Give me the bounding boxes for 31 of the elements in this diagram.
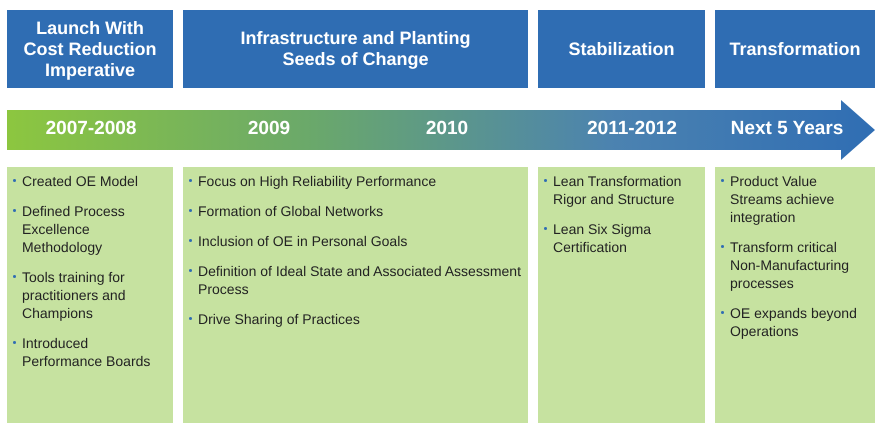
year-label: 2011-2012	[587, 118, 677, 140]
bullet-text: Introduced Performance Boards	[22, 334, 152, 370]
phase-header	[538, 10, 705, 88]
bullet-text: Inclusion of OE in Personal Goals	[198, 232, 408, 250]
bullet-text: Lean Transformation Rigor and Structure	[553, 172, 682, 208]
bullet-text: Definition of Ideal State and Associated Assessment Process	[198, 262, 522, 298]
phase-title: Stabilization	[568, 38, 674, 60]
phase-title: Transformation	[729, 38, 861, 60]
phase-header	[183, 10, 528, 88]
bullet-text: Focus on High Reliability Performance	[198, 172, 436, 190]
year-label: 2010	[426, 118, 468, 140]
content-panel	[7, 167, 173, 423]
bullet-text: OE expands beyond Operations	[730, 304, 858, 340]
phase-header	[715, 10, 875, 88]
content-panel	[715, 167, 875, 423]
bullet-text: Formation of Global Networks	[198, 202, 384, 220]
bullet-text: Created OE Model	[22, 172, 138, 190]
bullet-text: Drive Sharing of Practices	[198, 310, 360, 328]
year-label: 2009	[248, 118, 290, 140]
bullet-text: Tools training for practitioners and Champions	[22, 268, 127, 322]
bullet-text: Lean Six Sigma Certification	[553, 220, 652, 256]
bullet-text: Transform critical Non-Manufacturing processes	[730, 238, 850, 292]
year-label: Next 5 Years	[730, 118, 844, 140]
phase-title: Infrastructure and Planting Seeds of Change	[239, 28, 472, 70]
phase-title: Launch With Cost Reduction Imperative	[22, 18, 158, 80]
bullet-text: Product Value Streams achieve integration	[730, 172, 836, 226]
bullet-text: Defined Process Excellence Methodology	[22, 202, 126, 256]
year-label: 2007-2008	[46, 118, 136, 140]
phase-header	[7, 10, 173, 88]
content-panel	[183, 167, 528, 423]
content-panel	[538, 167, 705, 423]
